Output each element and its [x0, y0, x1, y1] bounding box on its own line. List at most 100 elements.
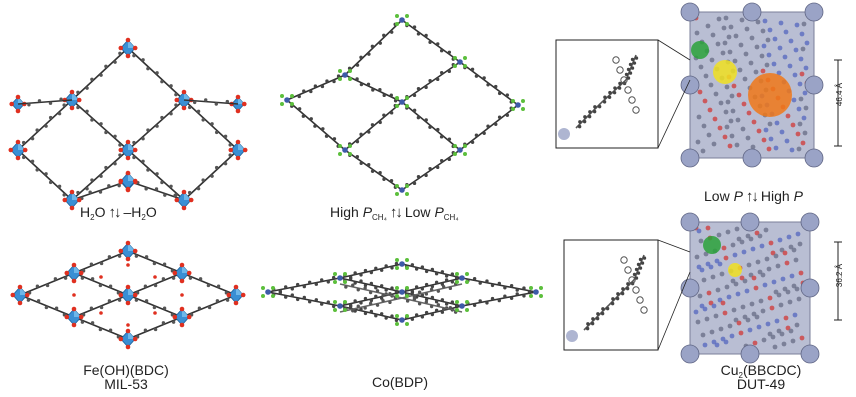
- framework-atom: [785, 289, 791, 295]
- framework-atom: [764, 62, 770, 68]
- pore-sphere-large: [748, 73, 792, 117]
- framework-atom: [712, 116, 718, 122]
- ring: [628, 276, 636, 284]
- carbon-atom: [201, 118, 205, 122]
- framework-atom: [789, 273, 795, 279]
- carbon-atom: [621, 287, 625, 291]
- carbon-atom: [412, 295, 417, 299]
- carbon-atom: [169, 84, 173, 88]
- framework-atom: [761, 43, 767, 49]
- terminal-atom: [455, 280, 459, 284]
- framework-atom: [756, 128, 762, 134]
- carbon-atom: [353, 271, 357, 275]
- carbon-atom: [26, 298, 31, 302]
- carbon-atom: [359, 161, 363, 166]
- oxygen-atom: [181, 89, 187, 95]
- carbon-atom: [99, 174, 103, 178]
- framework-atom: [699, 267, 705, 273]
- framework-atom: [715, 287, 721, 293]
- framework-atom: [753, 285, 759, 291]
- carbon-atom: [441, 307, 446, 312]
- carbon-atom: [88, 190, 92, 194]
- oxygen-atom: [78, 270, 84, 276]
- pore-sphere-medium: [728, 263, 742, 277]
- framework-atom: [714, 342, 720, 348]
- carbon-atom: [161, 321, 166, 325]
- framework-atom: [754, 44, 760, 50]
- carbon-atom: [210, 122, 214, 126]
- framework-atom: [754, 314, 760, 320]
- framework-atom: [717, 297, 723, 303]
- oxygen-atom: [186, 270, 192, 276]
- framework-atom: [784, 138, 790, 144]
- carbon-atom: [375, 289, 380, 293]
- zoom-connector: [657, 239, 691, 253]
- carbon-atom: [90, 77, 94, 82]
- terminal-atom: [395, 266, 399, 270]
- carbon-atom: [144, 255, 149, 259]
- carbon-atom: [478, 281, 482, 285]
- framework-atom: [756, 324, 762, 330]
- framework-atom: [745, 317, 751, 323]
- carbon-atom: [447, 69, 452, 74]
- carbon-atom: [424, 118, 428, 122]
- framework-atom: [703, 251, 709, 257]
- framework-atom: [788, 38, 794, 44]
- carbon-atom: [638, 257, 643, 262]
- framework-atom: [743, 51, 749, 57]
- terminal-atom: [453, 144, 457, 148]
- terminal-atom: [343, 272, 347, 276]
- paddlewheel-cluster: [742, 148, 762, 168]
- terminal-atom: [465, 300, 469, 304]
- oxygen-atom: [181, 205, 187, 211]
- carbon-atom: [153, 283, 158, 288]
- carbon-atom: [196, 186, 201, 191]
- cobdp-stimulus-label: High PCH₄↑↓Low PCH₄: [330, 204, 459, 222]
- carbon-atom: [591, 317, 595, 321]
- framework-atom: [772, 344, 778, 350]
- framework-atom: [729, 333, 735, 339]
- framework-atom: [755, 19, 761, 25]
- terminal-atom: [395, 192, 399, 196]
- framework-atom: [735, 291, 741, 297]
- framework-atom: [763, 227, 769, 233]
- oxygen-atom: [235, 94, 241, 100]
- terminal-atom: [395, 22, 399, 26]
- carbon-atom: [375, 303, 380, 307]
- carbon-atom: [616, 292, 620, 296]
- framework-atom: [752, 340, 758, 346]
- carbon-atom: [620, 291, 625, 296]
- oxygen-atom: [76, 97, 82, 103]
- carbon-atom: [597, 104, 602, 109]
- carbon-atom: [592, 109, 597, 114]
- carbon-atom: [447, 50, 452, 55]
- carbon-atom: [439, 135, 444, 139]
- framework-atom: [705, 225, 711, 231]
- carbon-atom: [603, 95, 607, 99]
- framework-atom: [748, 236, 754, 242]
- carbon-atom: [278, 291, 283, 295]
- framework-atom: [704, 316, 710, 322]
- guest-oxygen: [153, 311, 157, 315]
- ring: [632, 286, 640, 294]
- framework-atom: [771, 279, 777, 285]
- oxygen-atom: [24, 292, 30, 298]
- carbon-atom: [632, 61, 637, 65]
- carbon-atom: [359, 273, 363, 277]
- carbon-atom: [214, 102, 218, 106]
- zoom-connector: [657, 39, 691, 61]
- terminal-atom: [405, 192, 409, 196]
- carbon-atom: [99, 261, 104, 266]
- framework-atom: [790, 122, 796, 128]
- carbon-atom: [374, 294, 378, 298]
- carbon-atom: [132, 155, 136, 160]
- framework-atom: [784, 260, 790, 266]
- cobalt-atom: [342, 147, 348, 153]
- framework-atom: [799, 71, 805, 77]
- framework-atom: [764, 256, 770, 262]
- carbon-atom: [44, 172, 48, 176]
- carbon-atom: [410, 291, 415, 295]
- framework-atom: [773, 253, 779, 259]
- carbon-atom: [440, 270, 445, 274]
- carbon-atom: [59, 97, 63, 101]
